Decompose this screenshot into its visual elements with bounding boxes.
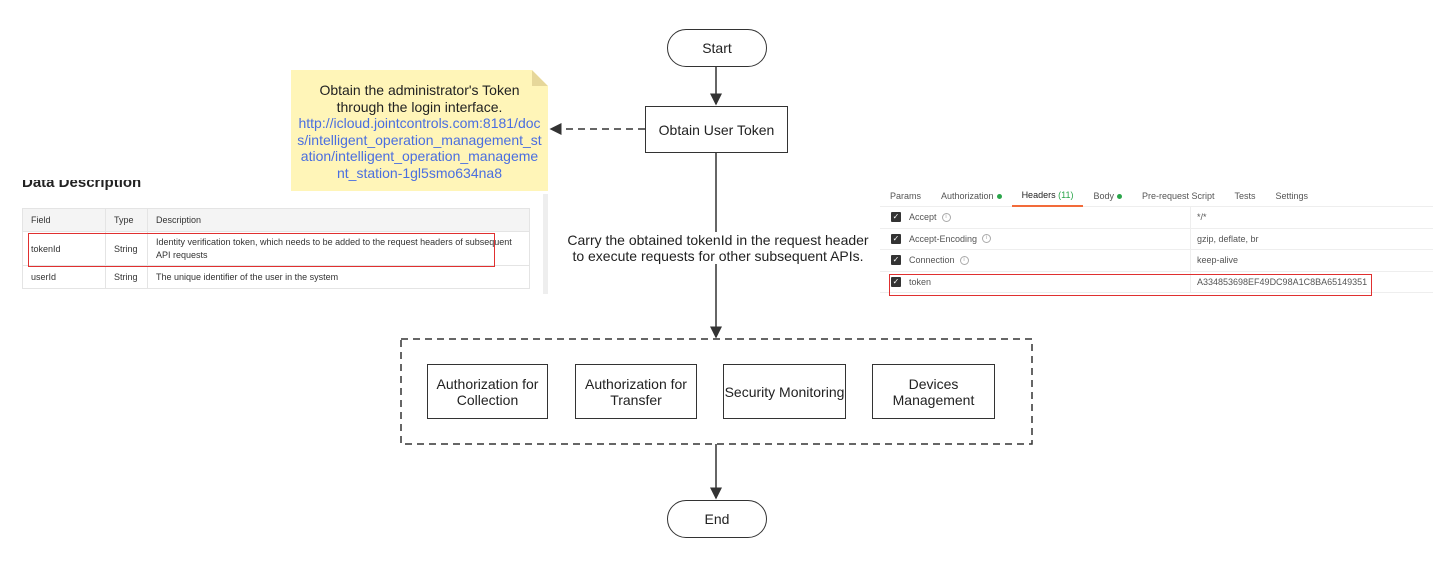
info-icon: i (959, 255, 969, 265)
obtain-token-node: Obtain User Token (645, 106, 788, 153)
header-value[interactable]: A334853698EF49DC98A1C8BA65149351 (1197, 276, 1368, 287)
header-key: Accept (909, 212, 937, 223)
note-link[interactable]: http://icloud.jointcontrols.com:8181/doc… (297, 115, 542, 181)
end-node: End (667, 500, 767, 538)
header-row: ✓ token A334853698EF49DC98A1C8BA65149351 (880, 271, 1433, 293)
header-value[interactable]: keep-alive (1197, 255, 1239, 266)
info-icon: i (941, 212, 951, 222)
tab-settings[interactable]: Settings (1275, 191, 1309, 201)
cell: tokenId (22, 231, 106, 266)
header-row: ✓ Connection i keep-alive (880, 250, 1433, 272)
cell: String (105, 265, 148, 289)
header-key: Connection (909, 255, 955, 266)
service-devices-management: Devices Management (872, 364, 995, 419)
headers-count: (11) (1058, 190, 1074, 200)
tab-authorization[interactable]: Authorization (931, 186, 1012, 206)
services-group (400, 338, 1033, 445)
info-icon: i (982, 234, 992, 244)
scrollbar[interactable] (543, 194, 548, 294)
cell: userId (22, 265, 106, 289)
service-auth-collection: Authorization for Collection (427, 364, 548, 419)
service-security-monitoring: Security Monitoring (723, 364, 846, 419)
start-node: Start (667, 29, 767, 67)
header-value[interactable]: */* (1197, 212, 1207, 223)
tokenid-highlight (28, 233, 495, 267)
note-text: Obtain the administrator's Token through… (319, 82, 520, 115)
checkbox[interactable]: ✓ (891, 233, 901, 244)
cell: The unique identifier of the user in the… (147, 265, 530, 289)
col-field: Field (22, 208, 106, 232)
request-tabs: Params Authorization Headers (11) Body P… (880, 186, 1433, 207)
data-description-heading: Data Description (22, 180, 142, 191)
login-note: Obtain the administrator's Token through… (291, 70, 548, 191)
header-value[interactable]: gzip, deflate, br (1197, 233, 1259, 244)
carry-text: Carry the obtained tokenId in the reques… (560, 232, 876, 264)
col-description: Description (147, 208, 530, 232)
header-row: ✓ Accept-Encoding i gzip, deflate, br (880, 228, 1433, 250)
data-description-heading-wrap: Data Description (22, 180, 141, 194)
cell: Identity verification token, which needs… (147, 231, 530, 266)
header-key: Accept-Encoding (909, 233, 978, 244)
tab-params[interactable]: Params (890, 191, 922, 201)
tab-pre-request-script[interactable]: Pre-request Script (1141, 191, 1215, 201)
status-dot (1116, 194, 1122, 200)
header-key: token (909, 276, 932, 287)
tab-tests[interactable]: Tests (1234, 191, 1256, 201)
request-headers-panel: Params Authorization Headers (11) Body P… (880, 186, 1433, 293)
col-type: Type (105, 208, 148, 232)
status-dot (996, 194, 1002, 200)
service-auth-transfer: Authorization for Transfer (575, 364, 697, 419)
checkbox[interactable]: ✓ (891, 212, 901, 223)
token-highlight (889, 274, 1372, 296)
tab-headers[interactable]: Headers (11) (1011, 185, 1084, 207)
checkbox[interactable]: ✓ (891, 255, 901, 266)
checkbox[interactable]: ✓ (891, 276, 901, 287)
tab-body[interactable]: Body (1083, 186, 1132, 206)
